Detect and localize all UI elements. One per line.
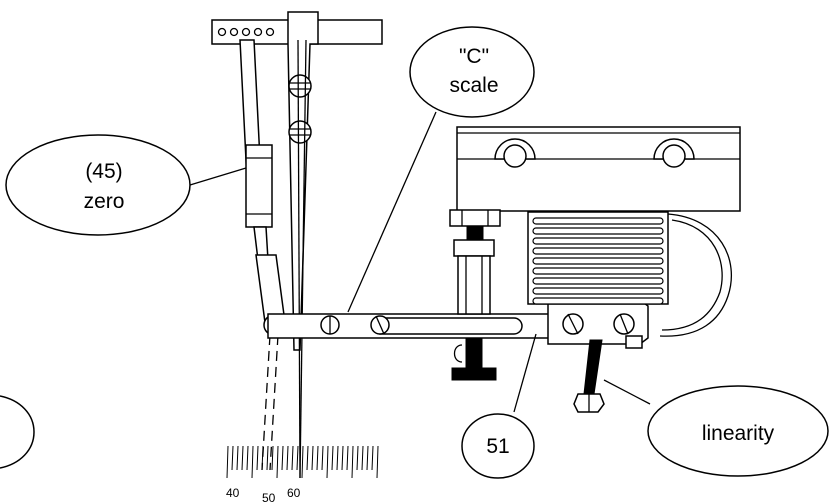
callout-c-scale-line2: scale: [449, 74, 498, 97]
lever-arm: [267, 313, 557, 339]
scale-tick: [366, 445, 369, 471]
scale-tick: [321, 445, 324, 471]
scale-label-60: 60: [287, 486, 301, 500]
coil-winding: [532, 247, 664, 255]
scale-tick: [236, 445, 239, 471]
coil-winding: [532, 277, 664, 285]
scale-tick: [306, 445, 309, 471]
scale-tick: [311, 445, 314, 471]
coil-winding: [532, 287, 664, 295]
top-bracket: [211, 11, 383, 351]
coil-winding: [532, 237, 664, 245]
scale-tick: [296, 445, 299, 471]
scale-tick: [301, 445, 304, 479]
scale-tick: [246, 445, 249, 471]
coil-windings: [527, 211, 669, 305]
callout-zero: (45) zero: [5, 134, 247, 236]
callout-partial-left: [0, 395, 35, 469]
screw-lower: [288, 120, 312, 144]
coil-winding: [532, 267, 664, 275]
scale-tick: [356, 445, 359, 471]
screw-upper: [288, 74, 312, 98]
zero-adjust-link: [239, 39, 287, 336]
scale-tick: [281, 445, 284, 471]
magnet-block: [456, 126, 741, 212]
scale-tick: [341, 445, 344, 471]
scale-tick: [231, 445, 234, 471]
scale-label-40: 40: [226, 486, 240, 500]
callout-linearity: linearity: [603, 379, 829, 477]
scale-tick: [326, 445, 329, 479]
callout-51: 51: [461, 333, 537, 479]
scale-tick: [351, 445, 354, 479]
scale-tick: [346, 445, 349, 471]
scale-tick: [251, 445, 254, 479]
scale-tick: [291, 445, 294, 471]
scale-tick: [226, 445, 229, 479]
scale-tick: [371, 445, 374, 471]
scale-tick: [256, 445, 259, 471]
coil-winding: [532, 227, 664, 235]
scale-tick: [266, 445, 269, 471]
callout-zero-line2: zero: [84, 190, 125, 213]
scale-tick: [331, 445, 334, 471]
coil-winding: [532, 297, 664, 305]
callout-zero-line1: (45): [85, 160, 122, 183]
scale-tick: [336, 445, 339, 471]
pointer-ghost: [261, 334, 279, 471]
linearity-screw: [573, 339, 605, 413]
scale-tick: [261, 445, 264, 471]
scale-tick: [241, 445, 244, 471]
scale-tick: [271, 445, 274, 471]
callout-c-scale-line1: "C": [459, 45, 489, 68]
callout-c-scale: "C" scale: [347, 26, 535, 313]
coil-shroud: [659, 213, 732, 337]
spacer-column: [449, 209, 501, 315]
callout-51-label: 51: [486, 435, 509, 458]
callout-linearity-label: linearity: [702, 422, 775, 445]
pointer-needle: [297, 39, 307, 479]
scale-tick: [361, 445, 364, 471]
coil-winding: [532, 257, 664, 265]
dial-scale: [226, 445, 379, 479]
scale-tick: [376, 445, 379, 479]
scale-tick: [286, 445, 289, 471]
scale-label-50: 50: [262, 491, 276, 502]
scale-tick: [316, 445, 319, 471]
scale-tick: [276, 445, 279, 479]
thumb-screw: [451, 337, 497, 381]
lever-end-bracket: [547, 299, 649, 349]
coil-winding: [532, 217, 664, 225]
